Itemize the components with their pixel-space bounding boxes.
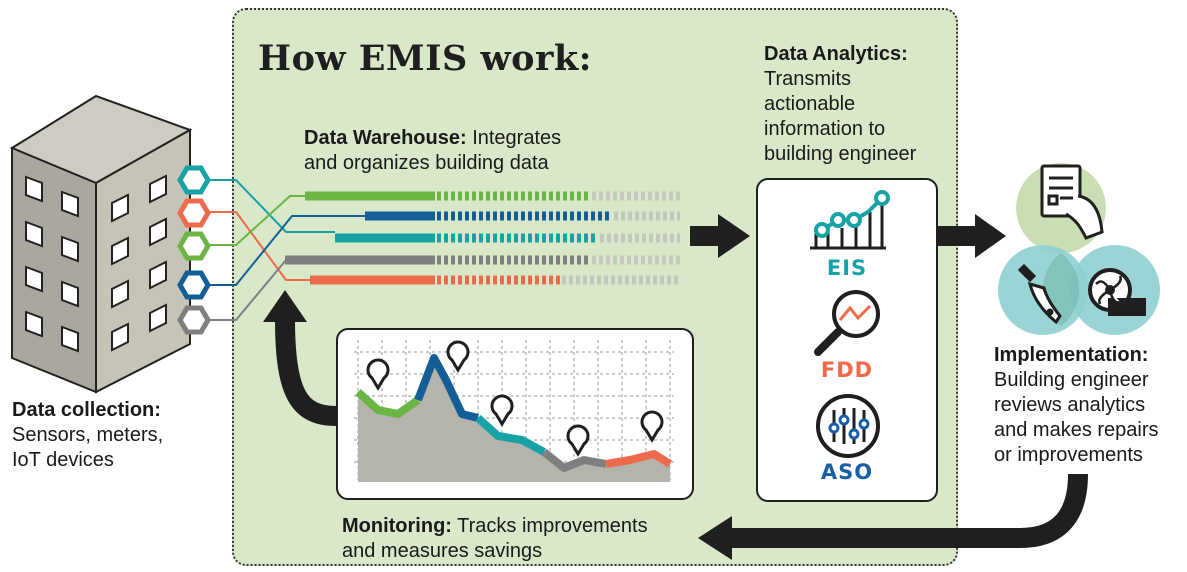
sensor-hexagon-orange: [177, 198, 211, 228]
data-collection-heading: Data collection:: [12, 399, 161, 421]
building-icon: [9, 94, 193, 394]
data-analytics-line: building engineer: [764, 143, 917, 165]
data-collection-line: IoT devices: [12, 449, 114, 471]
data-warehouse-bars: [285, 191, 680, 285]
eis-label: EIS: [826, 256, 868, 280]
data-analytics-heading: Data Analytics:: [764, 43, 908, 65]
aso-label: ASO: [820, 460, 874, 484]
data-analytics-line: information to: [764, 118, 886, 140]
data-collection-line: Sensors, meters,: [12, 424, 164, 446]
document-hand-icon: [1040, 164, 1104, 240]
implementation-line: or improvements: [994, 444, 1143, 466]
monitoring-line-chart: [354, 340, 674, 482]
arrow-right-icon: [690, 214, 750, 258]
analytics-tools-box: EIS FDD ASO: [756, 178, 938, 502]
wrench-hand-icon: [1017, 263, 1062, 325]
page-title: How EMIS work:: [258, 38, 593, 79]
implementation-line: Building engineer: [994, 369, 1149, 391]
data-analytics-text: Data Analytics: Transmits actionable inf…: [764, 42, 954, 167]
implementation-line: and makes repairs: [994, 419, 1159, 441]
implementation-icons: [998, 163, 1160, 335]
sensor-hexagon-green: [177, 231, 211, 261]
monitoring-heading: Monitoring:: [342, 515, 452, 537]
curved-arrow-back-icon: [730, 473, 1088, 548]
monitoring-line: and measures savings: [342, 540, 543, 562]
map-pin-icon: [366, 340, 664, 457]
monitoring-text: Monitoring: Tracks improvements and meas…: [342, 514, 702, 564]
sensor-hexagon-gray: [177, 305, 211, 335]
curved-arrow-up-icon: [275, 319, 337, 426]
data-analytics-line: Transmits: [764, 68, 852, 90]
magnifier-chart-icon: [814, 290, 880, 356]
implementation-line: reviews analytics: [994, 394, 1146, 416]
implementation-heading: Implementation:: [994, 344, 1149, 366]
sliders-icon: [816, 394, 880, 458]
bar-chart-trend-icon: [810, 190, 890, 250]
implementation-text: Implementation: Building engineer review…: [994, 343, 1184, 468]
sensor-hexagon-blue: [177, 270, 211, 300]
data-warehouse-heading: Data Warehouse:: [304, 127, 467, 149]
data-analytics-line: actionable: [764, 93, 856, 115]
data-warehouse-text: Data Warehouse: Integrates and organizes…: [304, 126, 634, 176]
fdd-label: FDD: [820, 358, 874, 382]
data-warehouse-line: Integrates: [466, 127, 562, 149]
monitoring-chart-box: [336, 328, 694, 500]
fan-icon: [1088, 268, 1146, 316]
sensor-hexagon-teal: [177, 165, 211, 195]
monitoring-line: Tracks improvements: [451, 515, 648, 537]
data-collection-text: Data collection: Sensors, meters, IoT de…: [12, 398, 212, 473]
data-warehouse-line: and organizes building data: [304, 152, 549, 174]
